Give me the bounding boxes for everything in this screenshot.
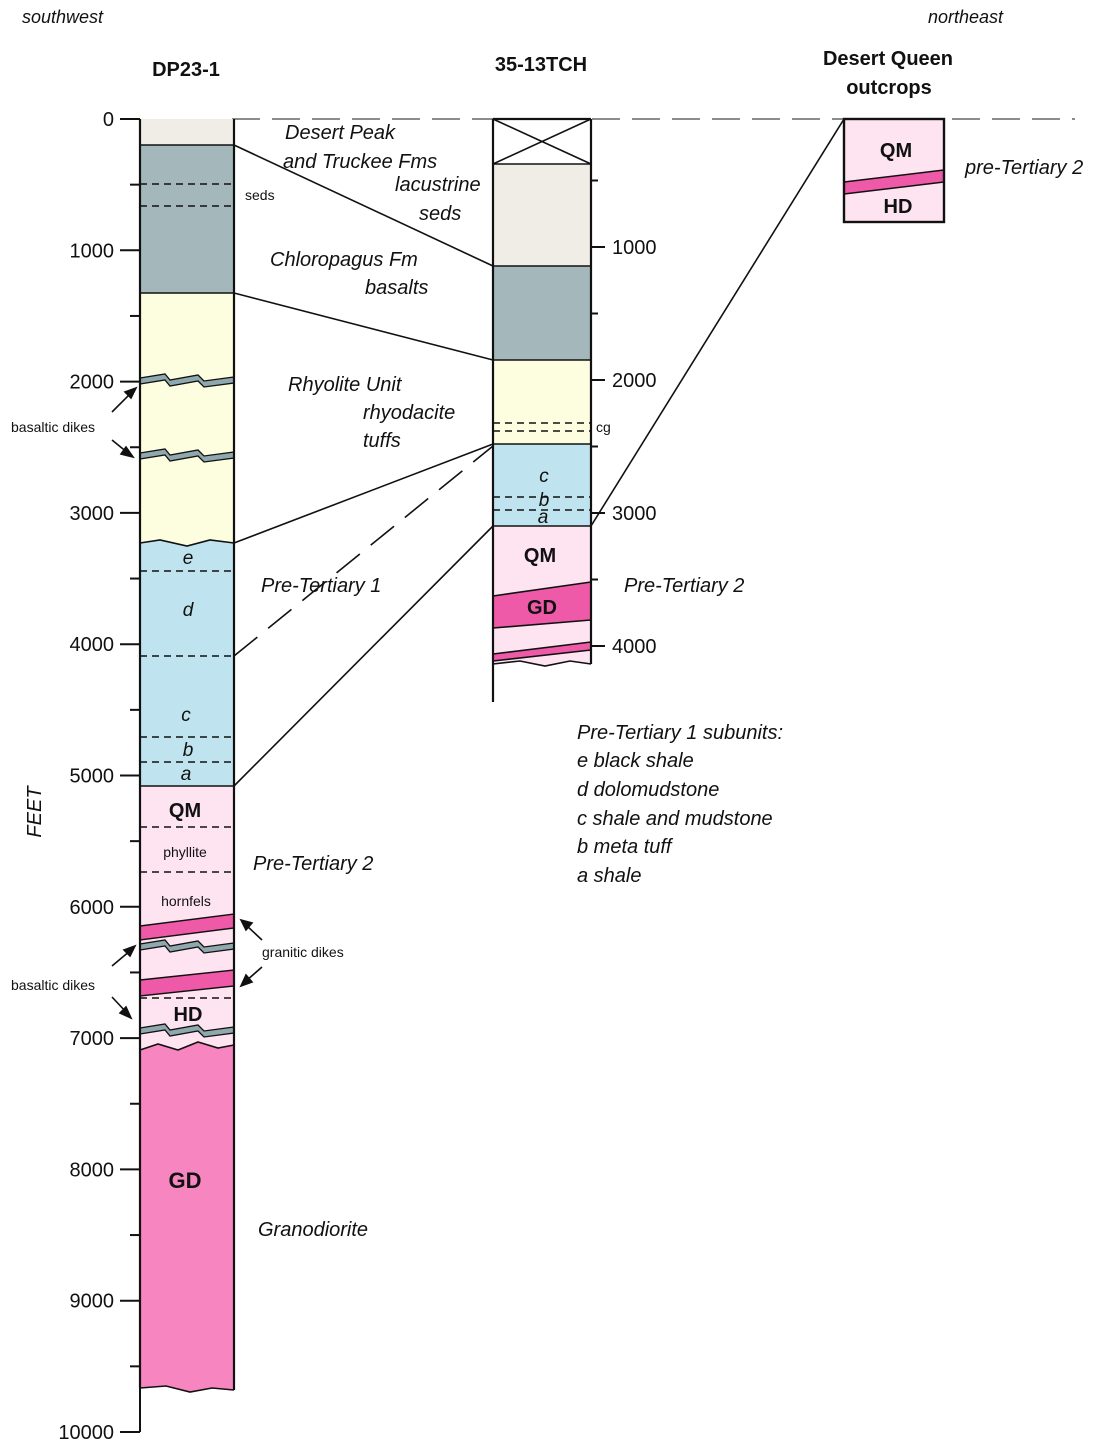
direction-southwest: southwest (22, 7, 104, 27)
dp-sediments (140, 119, 234, 145)
tch-layer-basalts (493, 266, 591, 360)
correlation-pt1d-dashed (234, 446, 493, 656)
dp-axis-tick-label: 5000 (70, 766, 115, 788)
dp-letter-e: e (183, 548, 194, 569)
dq-code-qm: QM (880, 140, 912, 162)
label-rhyolite-3: tuffs (363, 430, 401, 452)
correlation-pt2-dq (591, 119, 844, 526)
tch-label-cg: cg (596, 419, 611, 435)
label-chloropagus-1: Chloropagus Fm (270, 249, 418, 271)
tch-letter-c: c (539, 466, 549, 487)
legend-item-b: b meta tuff (577, 836, 674, 858)
label-lacustrine: lacustrine (395, 174, 481, 196)
legend-item-d: d dolomudstone (577, 779, 719, 801)
dp-axis-tick-label: 3000 (70, 503, 115, 525)
dp-axis-tick-label: 10000 (58, 1422, 114, 1444)
dp-letter-d: d (183, 600, 195, 621)
label-chloropagus-2: basalts (365, 277, 428, 299)
dp-axis-tick-label: 9000 (70, 1291, 115, 1313)
tch-code-qm: QM (524, 545, 556, 567)
outcrop-name-line1: Desert Queen (823, 48, 953, 70)
dp-code-hd: HD (174, 1004, 203, 1026)
dp-gd (140, 1042, 234, 1392)
legend-item-e: e black shale (577, 750, 694, 772)
label-granodiorite: Granodiorite (258, 1219, 368, 1241)
tch-code-gd: GD (527, 597, 557, 619)
dp-axis-tick-label: 7000 (70, 1028, 115, 1050)
arrowhead-basaltic-lower-2 (120, 1007, 131, 1018)
dq-code-hd: HD (884, 196, 913, 218)
legend-item-a: a shale (577, 865, 642, 887)
correlation-basalt-rhyolite (234, 293, 493, 360)
dp-axis-tick-label: 2000 (70, 372, 115, 394)
label-rhyolite-1: Rhyolite Unit (288, 374, 403, 396)
label-desert-peak-2: and Truckee Fms (283, 151, 437, 173)
legend-item-c: c shale and mudstone (577, 808, 773, 830)
axis-title-feet: FEET (24, 785, 46, 838)
dp-label-hornfels: hornfels (161, 893, 211, 909)
label-pre-tertiary-2-dq: pre-Tertiary 2 (964, 157, 1083, 179)
tch-axis-tick-label: 2000 (612, 370, 657, 392)
subunit-legend: Pre-Tertiary 1 subunits: e black shale d… (577, 722, 783, 887)
dp-code-gd: GD (169, 1168, 202, 1193)
label-lacustrine-seds: seds (419, 203, 461, 225)
dp-axis (120, 1388, 140, 1432)
dp-letter-b: b (183, 740, 194, 761)
legend-title: Pre-Tertiary 1 subunits: (577, 722, 783, 744)
label-pre-tertiary-1: Pre-Tertiary 1 (261, 575, 381, 597)
dp-label-phyllite: phyllite (163, 844, 207, 860)
well-name-35-13tch: 35-13TCH (495, 54, 587, 76)
label-basaltic-dikes-upper: basaltic dikes (11, 419, 95, 435)
label-seds: seds (245, 187, 275, 203)
label-pre-tertiary-2-tch: Pre-Tertiary 2 (624, 575, 744, 597)
well-name-dp23-1: DP23-1 (152, 59, 220, 81)
dp-axis-tick-label: 0 (103, 109, 114, 131)
dp-axis-tick-label: 8000 (70, 1159, 115, 1181)
label-basaltic-dikes-lower: basaltic dikes (11, 977, 95, 993)
correlation-pt1-pt2 (234, 526, 493, 786)
dp-letter-a: a (181, 764, 192, 785)
label-pre-tertiary-2-dp: Pre-Tertiary 2 (253, 853, 373, 875)
label-granitic-dikes: granitic dikes (262, 944, 344, 960)
tch-layer-sediments (493, 164, 591, 266)
tch-axis-tick-label: 3000 (612, 503, 657, 525)
dp-letter-c: c (181, 705, 191, 726)
dp-axis-tick-label: 6000 (70, 897, 115, 919)
tch-axis-tick-label: 4000 (612, 636, 657, 658)
dp-code-qm: QM (169, 800, 201, 822)
dp-axis-tick-label: 4000 (70, 634, 115, 656)
tch-letter-a: a (538, 507, 549, 528)
label-desert-peak-1: Desert Peak (285, 122, 396, 144)
label-rhyolite-2: rhyodacite (363, 402, 455, 424)
dp-axis-tick-label: 1000 (70, 240, 115, 262)
correlation-rhyolite-pt1 (234, 444, 493, 543)
outcrop-name-line2: outcrops (846, 77, 932, 99)
dp-axis-ticks: 0 1000 2000 3000 4000 5000 6000 7000 8000 9000 100… (58, 109, 140, 1444)
dp-basalts (140, 145, 234, 293)
tch-axis-tick-label: 1000 (612, 237, 657, 259)
direction-northeast: northeast (928, 7, 1004, 27)
